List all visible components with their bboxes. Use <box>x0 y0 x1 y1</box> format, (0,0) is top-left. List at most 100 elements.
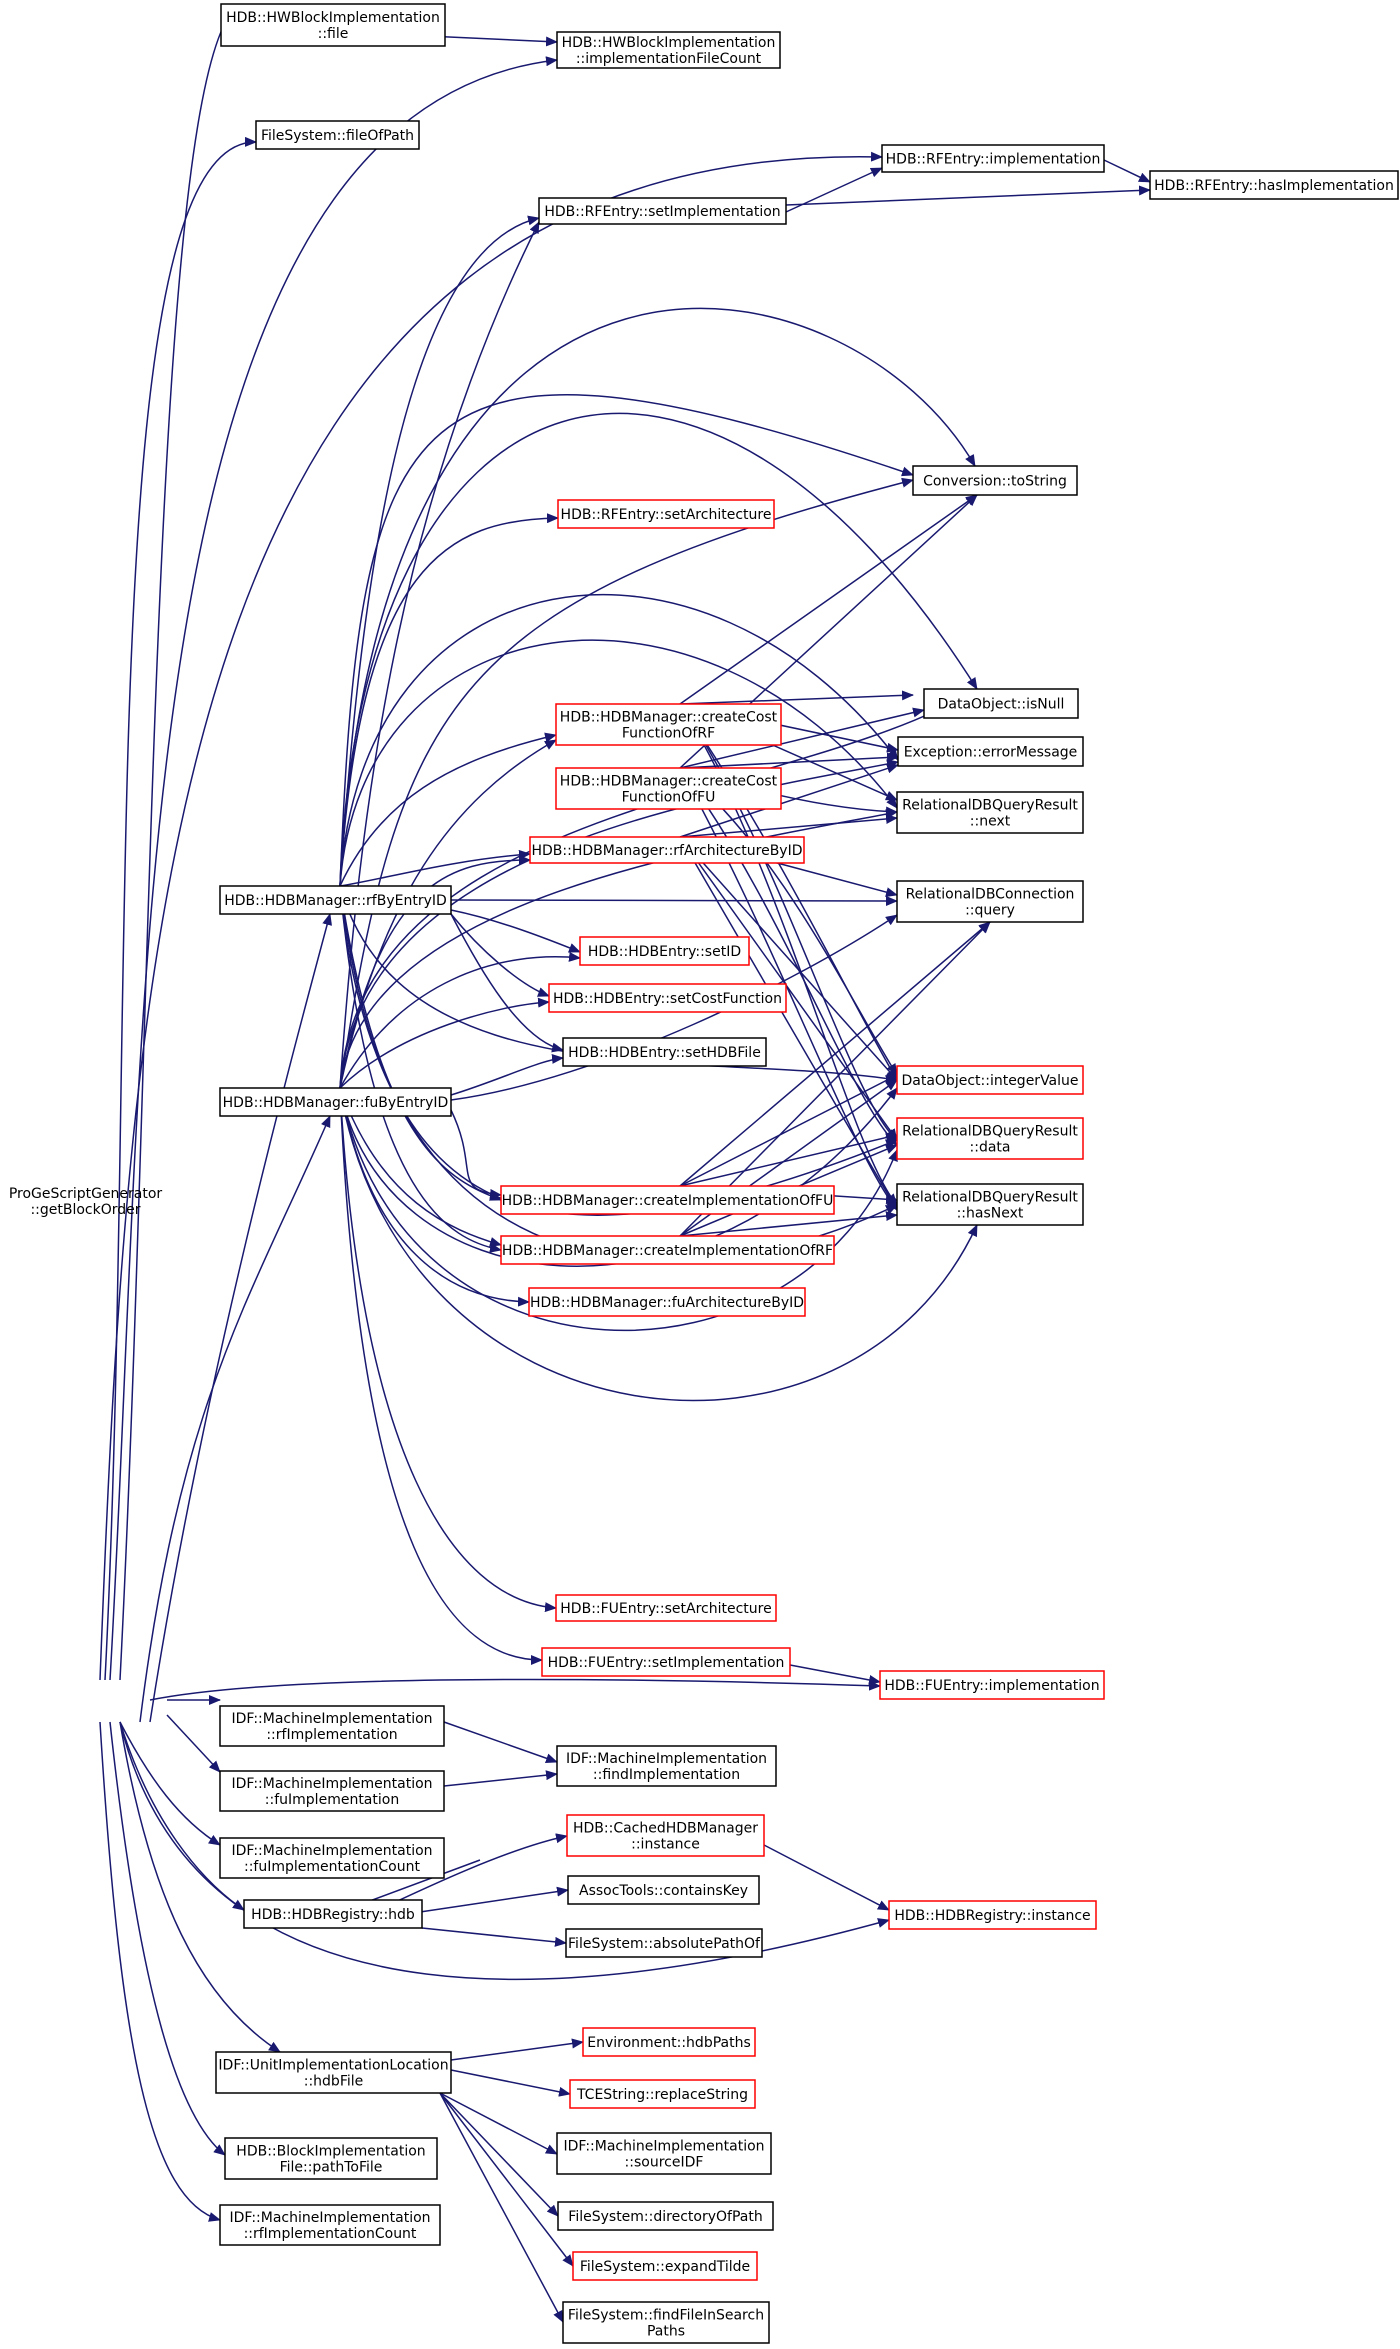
function-node-fuarch[interactable]: HDB::HDBManager::fuArchitectureByID <box>528 1287 806 1317</box>
node-box <box>219 1837 445 1879</box>
call-edge <box>339 739 557 1089</box>
node-box <box>897 736 1084 767</box>
function-node-cirf[interactable]: HDB::HDBManager::createImplementationOfR… <box>500 1235 835 1265</box>
node-box <box>541 1647 791 1677</box>
node-box <box>500 1185 835 1215</box>
function-node-do-isnull[interactable]: DataObject::isNull <box>923 688 1079 719</box>
function-node-fue-setimpl[interactable]: HDB::FUEntry::setImplementation <box>541 1647 791 1677</box>
function-node-env-hdbpaths[interactable]: Environment::hdbPaths <box>582 2027 756 2057</box>
call-edge <box>785 185 1151 206</box>
function-node-mi-fuic[interactable]: IDF::MachineImplementation::fuImplementa… <box>219 1837 445 1879</box>
function-node-rfe-impl[interactable]: HDB::RFEntry::implementation <box>881 144 1105 173</box>
node-box <box>219 885 452 915</box>
node-box <box>879 1670 1105 1700</box>
node-label: DataObject::integerValue <box>901 1073 1078 1089</box>
call-edge <box>679 921 991 1237</box>
node-label: FunctionOfRF <box>622 726 715 742</box>
function-node-rdbc-query[interactable]: RelationalDBConnection::query <box>896 880 1084 923</box>
call-edge <box>339 513 559 887</box>
function-node-mi-fuimpl[interactable]: IDF::MachineImplementation::fuImplementa… <box>219 1770 445 1812</box>
node-box <box>579 936 750 966</box>
call-edge <box>339 639 898 887</box>
function-node-rfe-setimpl[interactable]: HDB::RFEntry::setImplementation <box>538 197 787 225</box>
function-node-mi-sourceidf[interactable]: IDF::MachineImplementation::sourceIDF <box>556 2132 772 2175</box>
function-node-hdbe-setid[interactable]: HDB::HDBEntry::setID <box>579 936 750 966</box>
function-node-assoc-ck[interactable]: AssocTools::containsKey <box>567 1875 760 1905</box>
function-node-tce-replace[interactable]: TCEString::replaceString <box>569 2079 756 2109</box>
function-node-hwbi-file[interactable]: HDB::HWBlockImplementation::file <box>220 3 446 47</box>
function-node-mi-findimpl[interactable]: IDF::MachineImplementation::findImplemen… <box>556 1745 777 1787</box>
function-node-fs-fileofpath[interactable]: FileSystem::fileOfPath <box>255 120 420 150</box>
function-node-hdbe-setcost[interactable]: HDB::HDBEntry::setCostFunction <box>548 983 787 1013</box>
call-edge <box>419 1886 569 1913</box>
function-node-fubyentry[interactable]: HDB::HDBManager::fuByEntryID <box>219 1087 452 1117</box>
call-edge <box>450 2069 571 2097</box>
function-node-rfe-setarch[interactable]: HDB::RFEntry::setArchitecture <box>557 499 775 529</box>
function-node-rdbq-next[interactable]: RelationalDBQueryResult::next <box>896 791 1084 834</box>
call-edge <box>339 1087 543 1665</box>
call-edge <box>339 221 540 1089</box>
call-edge <box>421 1927 567 1947</box>
node-box <box>556 2132 772 2175</box>
function-node-uil-hdbfile[interactable]: IDF::UnitImplementationLocation::hdbFile <box>215 2051 452 2094</box>
function-node-do-intval[interactable]: DataObject::integerValue <box>896 1065 1084 1095</box>
function-node-rdbq-hasnext[interactable]: RelationalDBQueryResult::hasNext <box>896 1183 1084 1226</box>
function-node-rfe-hasimpl[interactable]: HDB::RFEntry::hasImplementation <box>1149 170 1399 200</box>
function-node-rdbq-data[interactable]: RelationalDBQueryResult::data <box>896 1117 1084 1160</box>
node-box <box>555 703 782 746</box>
function-node-mi-rfimpl[interactable]: IDF::MachineImplementation::rfImplementa… <box>219 1705 445 1747</box>
node-label: File::pathToFile <box>280 2160 383 2176</box>
function-node-reg-hdb[interactable]: HDB::HDBRegistry::hdb <box>243 1899 423 1929</box>
call-edge <box>339 1087 978 1402</box>
node-box <box>896 1065 1084 1095</box>
node-label: ::hasNext <box>957 1206 1024 1222</box>
node-box <box>548 983 787 1013</box>
node-box <box>555 767 782 810</box>
node-label: ::sourceIDF <box>625 2155 704 2171</box>
node-label: Exception::errorMessage <box>904 745 1078 761</box>
function-node-mi-rfic[interactable]: IDF::MachineImplementation::rfImplementa… <box>219 2204 441 2246</box>
node-box <box>557 2201 774 2231</box>
node-box <box>881 144 1105 173</box>
call-edge <box>679 1132 898 1187</box>
node-box <box>538 197 787 225</box>
function-node-rfarch[interactable]: HDB::HDBManager::rfArchitectureByID <box>529 836 805 864</box>
node-box <box>529 836 805 864</box>
function-node-cached-inst[interactable]: HDB::CachedHDBManager::instance <box>566 1814 765 1857</box>
node-label: HDB::RFEntry::setImplementation <box>544 204 780 220</box>
function-node-fs-abspath[interactable]: FileSystem::absolutePathOf <box>565 1928 763 1958</box>
node-label: HDB::HDBManager::createImplementationOfF… <box>502 1193 834 1209</box>
function-node-fue-impl[interactable]: HDB::FUEntry::implementation <box>879 1670 1105 1700</box>
node-label: IDF::MachineImplementation <box>231 1843 432 1859</box>
call-edge <box>443 1721 558 1764</box>
function-node-cifu[interactable]: HDB::HDBManager::createImplementationOfF… <box>500 1185 835 1215</box>
call-edge <box>450 1053 564 1096</box>
call-edge <box>119 3 241 1681</box>
call-edge <box>679 703 898 1081</box>
node-box <box>555 1594 777 1622</box>
function-node-hwbi-ifc[interactable]: HDB::HWBlockImplementation::implementati… <box>556 31 781 69</box>
node-label: ::hdbFile <box>304 2074 364 2090</box>
node-box <box>565 1928 763 1958</box>
function-node-fs-dirofpath[interactable]: FileSystem::directoryOfPath <box>557 2201 774 2231</box>
node-label: FileSystem::findFileInSearch <box>568 2308 764 2324</box>
function-node-conv-tostring[interactable]: Conversion::toString <box>912 465 1078 496</box>
function-node-fue-setarch[interactable]: HDB::FUEntry::setArchitecture <box>555 1594 777 1622</box>
function-node-fs-expandtilde[interactable]: FileSystem::expandTilde <box>572 2251 758 2281</box>
function-node-exc-err[interactable]: Exception::errorMessage <box>897 736 1084 767</box>
call-edge <box>450 2038 584 2061</box>
function-node-rfbyentry[interactable]: HDB::HDBManager::rfByEntryID <box>219 885 452 915</box>
node-box <box>896 1117 1084 1160</box>
function-node-hdbe-sethdb[interactable]: HDB::HDBEntry::setHDBFile <box>562 1037 767 1067</box>
function-node-reg-inst[interactable]: HDB::HDBRegistry::instance <box>888 1900 1097 1930</box>
call-edge <box>785 167 883 213</box>
call-edge <box>339 688 978 1089</box>
call-edge <box>439 2092 574 2267</box>
function-node-root[interactable]: ProGeScriptGenerator::getBlockOrder <box>9 1186 163 1218</box>
call-edge <box>339 1087 557 1613</box>
call-edge <box>679 813 898 838</box>
